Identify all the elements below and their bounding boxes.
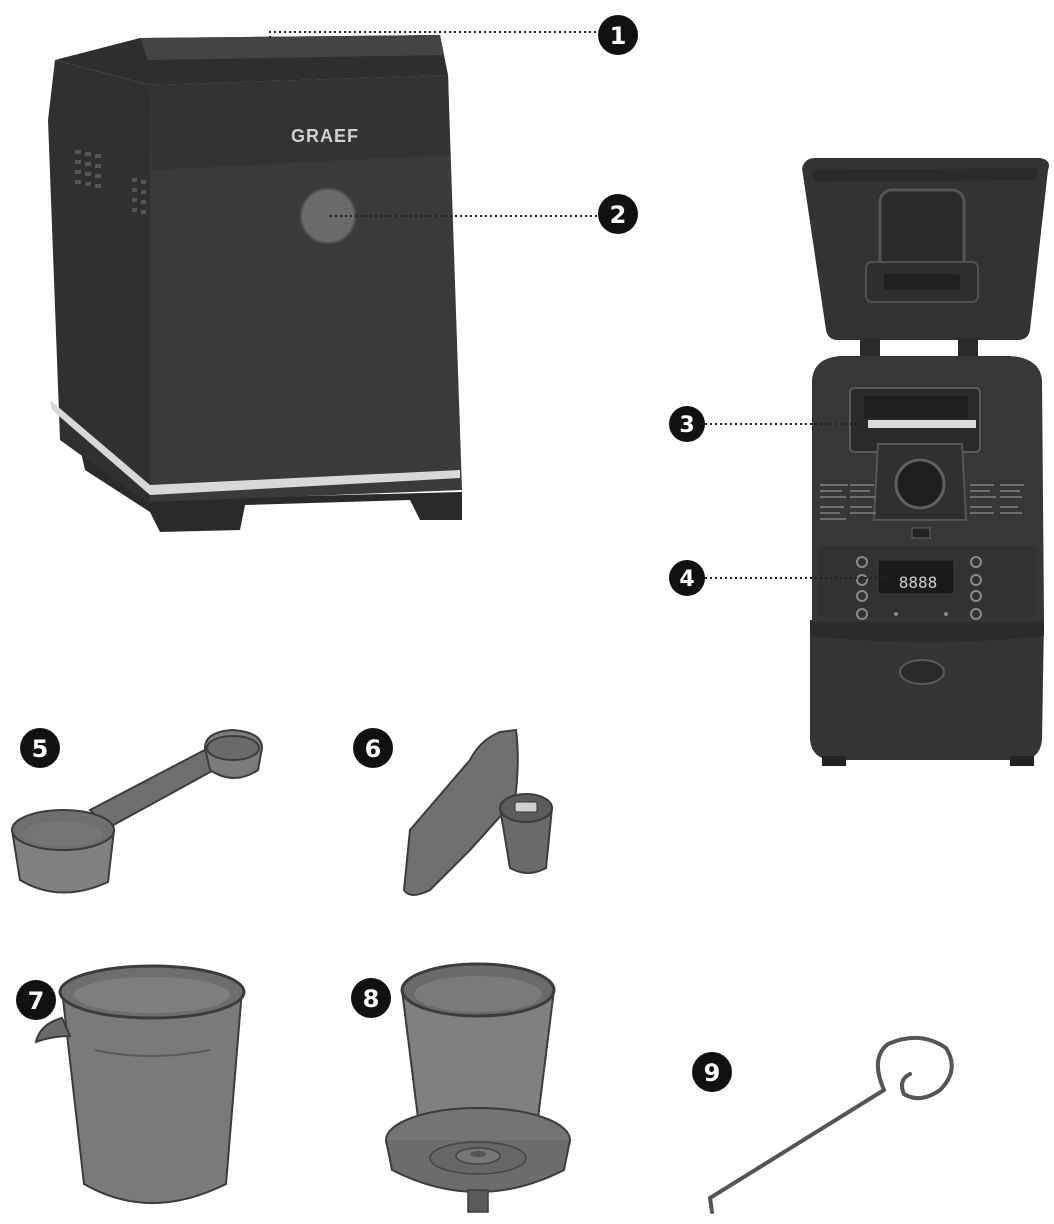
bread-maker-open: 8888 xyxy=(802,158,1049,766)
svg-text:7: 7 xyxy=(28,987,45,1015)
power-button-icon[interactable] xyxy=(970,608,982,620)
display-digits: 8888 xyxy=(899,573,938,592)
callout-5: 5 xyxy=(20,728,60,768)
svg-text:5: 5 xyxy=(32,735,49,763)
leader-line-1 xyxy=(269,31,600,38)
chamber-slot xyxy=(864,396,968,418)
svg-text:4: 4 xyxy=(679,567,694,592)
program-list xyxy=(820,484,1024,520)
callout-7: 7 xyxy=(16,980,56,1020)
svg-text:9: 9 xyxy=(704,1059,721,1087)
hinge-left xyxy=(860,338,880,360)
body-lower xyxy=(810,620,1044,760)
callout-3: 3 xyxy=(669,406,705,442)
kneading-hook xyxy=(402,728,554,896)
svg-text:3: 3 xyxy=(679,413,694,438)
front-upper-band xyxy=(150,75,450,170)
callout-1: 1 xyxy=(598,15,638,55)
chamber-highlight xyxy=(868,420,976,428)
brand-logo: GRAEF xyxy=(291,126,359,146)
bread-maker-closed: GRAEF xyxy=(48,35,462,532)
timer-button-icon[interactable] xyxy=(970,574,982,586)
measuring-cup xyxy=(34,964,246,1204)
svg-text:1: 1 xyxy=(610,22,627,50)
svg-text:6: 6 xyxy=(365,735,382,763)
lid-viewing-window xyxy=(878,188,966,274)
body-seam xyxy=(810,622,1044,642)
keep-warm-button-icon[interactable] xyxy=(970,556,982,568)
plus-indicator xyxy=(944,612,948,616)
callout-6: 6 xyxy=(353,728,393,768)
baking-pan xyxy=(385,962,571,1213)
callout-8: 8 xyxy=(351,978,391,1018)
callout-2: 2 xyxy=(598,194,638,234)
side-panel xyxy=(48,60,150,505)
front-panel xyxy=(150,75,462,502)
minus-indicator xyxy=(894,612,898,616)
crust-button-icon[interactable] xyxy=(856,590,868,602)
foot-left xyxy=(822,756,846,766)
open-lid-edge xyxy=(812,168,1038,182)
lcd-display xyxy=(877,559,955,595)
removal-hook xyxy=(707,1036,954,1214)
latch xyxy=(911,527,931,539)
svg-text:2: 2 xyxy=(610,201,627,229)
menu-button-icon[interactable] xyxy=(856,556,868,568)
svg-text:8: 8 xyxy=(363,985,380,1013)
callout-4: 4 xyxy=(669,560,705,596)
favorite-button-icon[interactable] xyxy=(970,590,982,602)
leader-lines xyxy=(269,31,890,579)
side-vents xyxy=(75,150,146,214)
measuring-spoon xyxy=(10,728,264,894)
lid-rim xyxy=(140,35,444,60)
front-window-button[interactable] xyxy=(899,659,945,685)
lid-handle-grip xyxy=(884,274,960,290)
foot-right xyxy=(1010,756,1034,766)
pan-socket xyxy=(894,458,946,510)
base-feet xyxy=(75,425,462,532)
hinge-right xyxy=(958,338,978,360)
callout-9: 9 xyxy=(692,1052,732,1092)
size-button-icon[interactable] xyxy=(856,574,868,586)
start-button-icon[interactable] xyxy=(856,608,868,620)
